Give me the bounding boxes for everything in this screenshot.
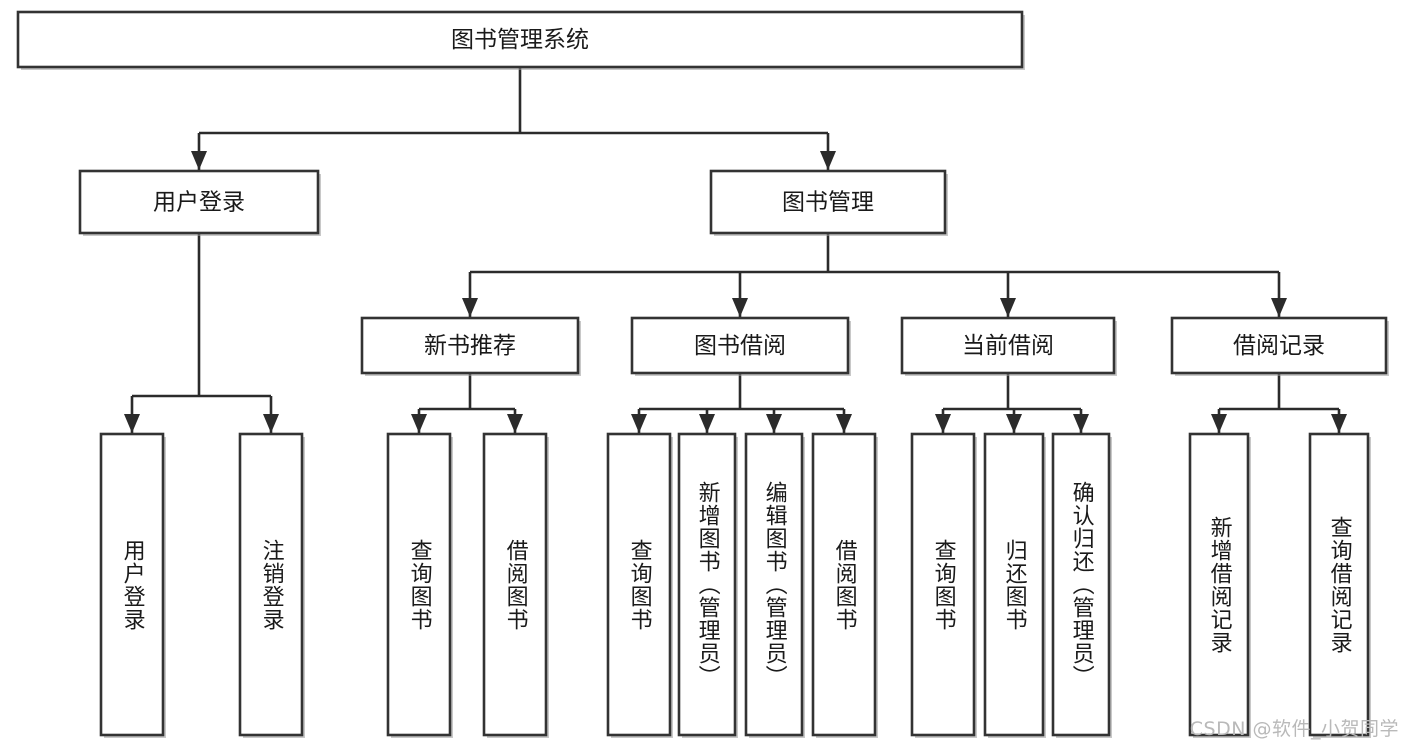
arrow-head-icon-leaf-当前借阅-2 <box>1073 414 1089 433</box>
connectors-layer <box>124 67 1347 433</box>
node-label-图书借阅: 图书借阅 <box>694 333 786 359</box>
node-root-0[interactable] <box>16 10 1025 70</box>
node-rect-借阅图书[interactable] <box>811 432 877 737</box>
arrow-head-icon-l2-2 <box>1000 298 1016 317</box>
arrow-head-icon-l1-1 <box>820 151 836 170</box>
node-l1-0[interactable] <box>78 169 321 236</box>
node-rect-借阅记录[interactable] <box>1170 316 1388 375</box>
node-rect-确认归还管理员[interactable] <box>1051 432 1111 737</box>
arrow-head-icon-leaf-借阅记录-0 <box>1211 414 1227 433</box>
node-label-图书管理系统: 图书管理系统 <box>451 27 589 53</box>
arrow-head-icon-l2-0 <box>462 298 478 317</box>
node-rect-归还图书[interactable] <box>983 432 1045 737</box>
arrow-head-icon-leaf-图书借阅-1 <box>699 414 715 433</box>
node-rect-新增借阅记录[interactable] <box>1188 432 1250 737</box>
node-rect-图书管理系统[interactable] <box>16 10 1024 69</box>
node-leaf-10[interactable] <box>1051 432 1112 738</box>
node-rect-查询图书[interactable] <box>606 432 672 737</box>
node-rect-借阅图书[interactable] <box>482 432 548 737</box>
node-leaf-0[interactable] <box>99 432 166 738</box>
node-l2-1[interactable] <box>630 316 851 376</box>
node-l1-1[interactable] <box>709 169 948 236</box>
node-rect-当前借阅[interactable] <box>900 316 1116 375</box>
arrow-head-icon-leaf-图书借阅-3 <box>836 414 852 433</box>
node-leaf-1[interactable] <box>238 432 305 738</box>
node-leaf-7[interactable] <box>811 432 878 738</box>
arrow-head-icon-l1-0 <box>191 151 207 170</box>
node-label-借阅记录: 借阅记录 <box>1233 333 1325 359</box>
node-l2-3[interactable] <box>1170 316 1389 376</box>
node-rect-用户登录[interactable] <box>99 432 165 737</box>
node-leaf-2[interactable] <box>386 432 453 738</box>
node-leaf-8[interactable] <box>910 432 977 738</box>
node-rect-图书管理[interactable] <box>709 169 947 235</box>
boxes-layer <box>16 10 1389 738</box>
node-rect-用户登录[interactable] <box>78 169 320 235</box>
arrow-head-icon-l2-3 <box>1271 298 1287 317</box>
node-rect-编辑图书管理员[interactable] <box>744 432 804 737</box>
node-rect-注销登录[interactable] <box>238 432 304 737</box>
node-leaf-4[interactable] <box>606 432 673 738</box>
node-leaf-6[interactable] <box>744 432 805 738</box>
node-rect-查询图书[interactable] <box>910 432 976 737</box>
node-rect-新增图书管理员[interactable] <box>677 432 737 737</box>
node-label-新书推荐: 新书推荐 <box>424 333 516 359</box>
arrow-head-icon-leaf-新书推荐-0 <box>411 414 427 433</box>
node-rect-查询借阅记录[interactable] <box>1308 432 1370 737</box>
node-rect-图书借阅[interactable] <box>630 316 850 375</box>
node-rect-新书推荐[interactable] <box>360 316 580 375</box>
arrow-head-icon-leaf-新书推荐-1 <box>507 414 523 433</box>
arrow-head-icon-leaf-用户登录-1 <box>263 414 279 433</box>
node-leaf-11[interactable] <box>1188 432 1251 738</box>
node-leaf-5[interactable] <box>677 432 738 738</box>
arrow-head-icon-leaf-用户登录-0 <box>124 414 140 433</box>
arrow-head-icon-leaf-当前借阅-1 <box>1006 414 1022 433</box>
arrow-head-icon-leaf-图书借阅-0 <box>631 414 647 433</box>
node-label-当前借阅: 当前借阅 <box>962 333 1054 359</box>
arrow-head-icon-l2-1 <box>732 298 748 317</box>
arrow-head-icon-leaf-借阅记录-1 <box>1331 414 1347 433</box>
arrow-head-icon-leaf-图书借阅-2 <box>766 414 782 433</box>
node-rect-查询图书[interactable] <box>386 432 452 737</box>
node-leaf-9[interactable] <box>983 432 1046 738</box>
node-label-用户登录: 用户登录 <box>153 190 245 216</box>
node-l2-2[interactable] <box>900 316 1117 376</box>
node-leaf-12[interactable] <box>1308 432 1371 738</box>
node-l2-0[interactable] <box>360 316 581 376</box>
arrow-head-icon-leaf-当前借阅-0 <box>935 414 951 433</box>
node-leaf-3[interactable] <box>482 432 549 738</box>
node-label-图书管理: 图书管理 <box>782 190 874 216</box>
